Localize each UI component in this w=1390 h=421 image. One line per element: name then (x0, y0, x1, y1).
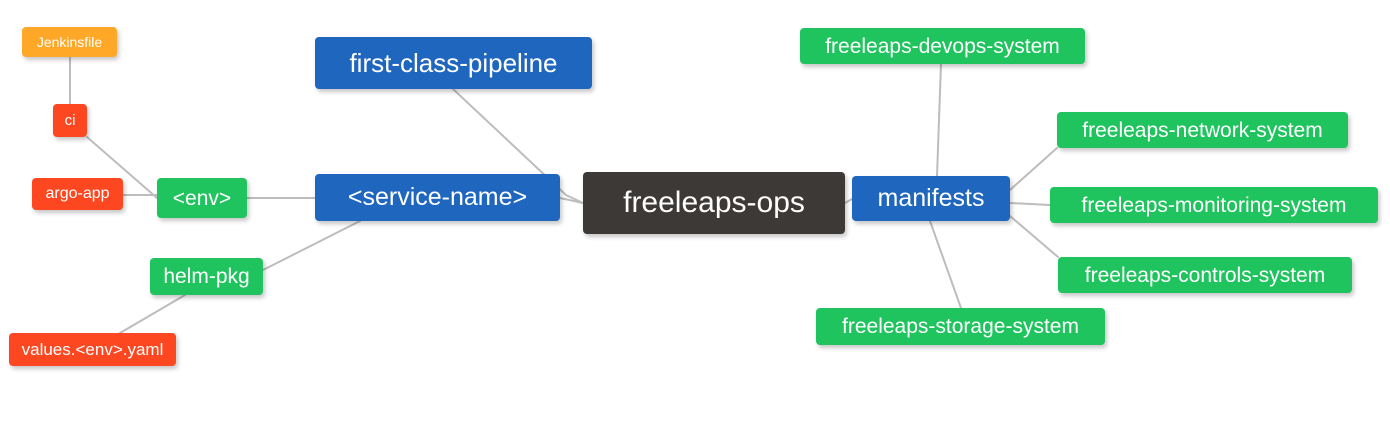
node-label-ci: ci (64, 112, 76, 129)
node-service-name[interactable]: <service-name> (315, 174, 560, 221)
node-label-freeleaps-storage-system: freeleaps-storage-system (842, 315, 1079, 338)
node-ci[interactable]: ci (53, 104, 87, 137)
node-label-values-env-yaml: values.<env>.yaml (21, 340, 164, 359)
node-label-freeleaps-ops: freeleaps-ops (623, 186, 805, 219)
node-freeleaps-storage-system[interactable]: freeleaps-storage-system (816, 308, 1105, 345)
node-label-first-class-pipeline: first-class-pipeline (349, 48, 558, 78)
edge-manifests-to-freeleaps-network-system (1009, 147, 1058, 191)
node-label-manifests: manifests (877, 184, 985, 212)
edge-manifests-to-freeleaps-storage-system (929, 220, 962, 309)
edge-freeleaps-ops-to-manifests (844, 198, 853, 204)
edge-manifests-to-freeleaps-monitoring-system (1009, 202, 1051, 206)
node-jenkinsfile[interactable]: Jenkinsfile (22, 27, 117, 57)
node-label-freeleaps-controls-system: freeleaps-controls-system (1084, 263, 1326, 287)
node-freeleaps-monitoring-system[interactable]: freeleaps-monitoring-system (1050, 187, 1378, 223)
node-first-class-pipeline[interactable]: first-class-pipeline (315, 37, 592, 89)
edge-helm-pkg-to-values-env-yaml (119, 294, 186, 334)
node-label-freeleaps-devops-system: freeleaps-devops-system (825, 34, 1060, 58)
node-freeleaps-devops-system[interactable]: freeleaps-devops-system (800, 28, 1085, 64)
node-freeleaps-ops[interactable]: freeleaps-ops (583, 172, 845, 234)
edge-manifests-to-freeleaps-devops-system (936, 63, 942, 177)
node-label-freeleaps-network-system: freeleaps-network-system (1082, 118, 1323, 142)
node-values-env-yaml[interactable]: values.<env>.yaml (9, 333, 176, 366)
node-freeleaps-controls-system[interactable]: freeleaps-controls-system (1058, 257, 1352, 293)
node-label-freeleaps-monitoring-system: freeleaps-monitoring-system (1081, 193, 1347, 217)
node-label-argo-app: argo-app (45, 185, 110, 202)
edge-freeleaps-ops-to-service-name (559, 197, 584, 204)
node-freeleaps-network-system[interactable]: freeleaps-network-system (1057, 112, 1348, 148)
node-helm-pkg[interactable]: helm-pkg (150, 258, 263, 295)
node-manifests[interactable]: manifests (852, 176, 1010, 221)
node-label-service-name: <service-name> (347, 183, 528, 211)
node-argo-app[interactable]: argo-app (32, 178, 123, 210)
node-label-jenkinsfile: Jenkinsfile (36, 34, 103, 50)
node-label-env: <env> (172, 186, 232, 210)
node-label-helm-pkg: helm-pkg (163, 265, 250, 288)
node-env[interactable]: <env> (157, 178, 247, 218)
edge-service-name-to-helm-pkg (262, 220, 361, 271)
